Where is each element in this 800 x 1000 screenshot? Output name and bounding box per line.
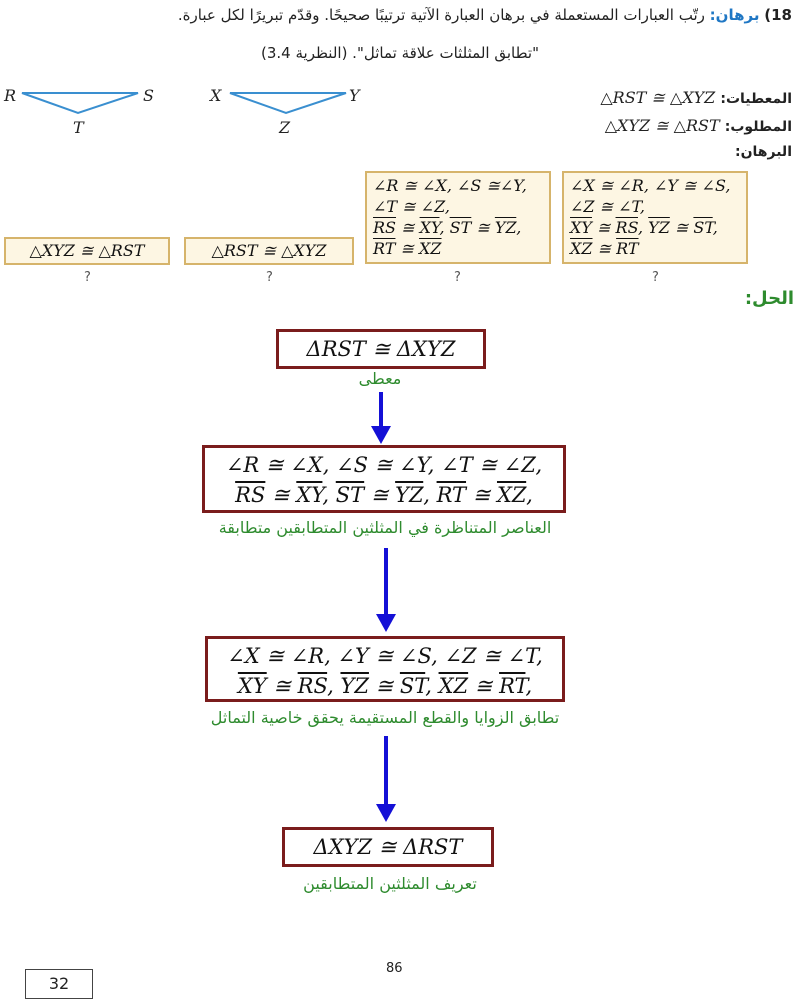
prove-value: △XYZ ≅ △RST xyxy=(604,116,720,135)
reason-placeholder-2: ? xyxy=(266,270,273,285)
given-value: △RST ≅ △XYZ xyxy=(600,88,716,107)
triangle-rst xyxy=(21,92,139,115)
page-number: 86 xyxy=(386,961,403,976)
vertex-y: Y xyxy=(349,86,360,105)
flow-step-4-text: ΔXYZ ≅ ΔRST xyxy=(313,835,463,859)
problem-instruction: رتّب العبارات المستعملة في برهان العبارة… xyxy=(177,6,705,24)
arrow-1-head xyxy=(371,426,391,444)
reason-placeholder-1: ? xyxy=(84,270,91,285)
box3-line4: RT ≅ XZ xyxy=(373,239,442,258)
reason-placeholder-4: ? xyxy=(652,270,659,285)
arrow-3 xyxy=(384,736,388,806)
flow-step-1-text: ΔRST ≅ ΔXYZ xyxy=(306,337,456,361)
box1-text: △XYZ ≅ △RST xyxy=(29,241,145,260)
prove-row: المطلوب: △XYZ ≅ △RST xyxy=(605,116,792,135)
prove-label: المطلوب: xyxy=(724,119,792,135)
statement-box-1: △XYZ ≅ △RST xyxy=(4,237,170,265)
proof-label: البرهان: xyxy=(735,144,792,160)
flow-step-3-line2: XY ≅ RS, YZ ≅ ST, XZ ≅ RT, xyxy=(237,674,533,698)
box4-line1: ∠X ≅ ∠R, ∠Y ≅ ∠S, xyxy=(570,176,731,195)
triangle-xyz xyxy=(229,92,347,115)
arrow-1 xyxy=(379,392,383,428)
vertex-t: T xyxy=(73,118,84,137)
box3-line2: ∠T ≅ ∠Z, xyxy=(373,197,450,216)
statement-box-2: △RST ≅ △XYZ xyxy=(184,237,354,265)
reason-placeholder-3: ? xyxy=(454,270,461,285)
statement-box-4: ∠X ≅ ∠R, ∠Y ≅ ∠S, ∠Z ≅ ∠T, XY ≅ RS, YZ ≅… xyxy=(562,171,748,264)
flow-reason-4: تعريف المثلثين المتطابقين xyxy=(303,874,477,893)
given-row: المعطيات: △RST ≅ △XYZ xyxy=(600,88,792,107)
page-box-number-text: 32 xyxy=(48,974,70,993)
problem-keyword: برهان: xyxy=(709,6,760,24)
problem-number: 18) xyxy=(764,6,792,24)
vertex-r: R xyxy=(4,86,17,105)
arrow-2-head xyxy=(376,614,396,632)
flow-step-2-line1: ∠R ≅ ∠X, ∠S ≅ ∠Y, ∠T ≅ ∠Z, xyxy=(225,453,543,477)
vertex-x: X xyxy=(210,86,222,105)
vertex-z: Z xyxy=(279,118,291,137)
box3-line3: RS ≅ XY, ST ≅ YZ, xyxy=(373,218,522,237)
box4-line3: XY ≅ RS, YZ ≅ ST, xyxy=(570,218,718,237)
problem-statement: "تطابق المثلثات علاقة تماثل". (النظرية 3… xyxy=(261,44,539,62)
vertex-s: S xyxy=(143,86,154,105)
flow-step-3: ∠X ≅ ∠R, ∠Y ≅ ∠S, ∠Z ≅ ∠T, XY ≅ RS, YZ ≅… xyxy=(205,636,565,702)
flow-step-2-line2: RS ≅ XY, ST ≅ YZ, RT ≅ XZ, xyxy=(235,483,533,507)
arrow-2 xyxy=(384,548,388,616)
flow-reason-1: معطى xyxy=(358,369,402,388)
statement-box-3: ∠R ≅ ∠X, ∠S ≅∠Y, ∠T ≅ ∠Z, RS ≅ XY, ST ≅ … xyxy=(365,171,551,264)
box4-line4: XZ ≅ RT xyxy=(570,239,639,258)
flow-reason-2: العناصر المتناظرة في المثلثين المتطابقين… xyxy=(218,518,552,537)
flow-step-2: ∠R ≅ ∠X, ∠S ≅ ∠Y, ∠T ≅ ∠Z, RS ≅ XY, ST ≅… xyxy=(202,445,566,513)
box3-line1: ∠R ≅ ∠X, ∠S ≅∠Y, xyxy=(373,176,527,195)
box2-text: △RST ≅ △XYZ xyxy=(211,241,327,260)
flow-step-1: ΔRST ≅ ΔXYZ xyxy=(276,329,486,369)
page-box-number: 32 xyxy=(25,969,93,999)
flow-reason-3: تطابق الزوايا والقطع المستقيمة يحقق خاصي… xyxy=(210,708,560,727)
given-label: المعطيات: xyxy=(720,91,792,107)
arrow-3-head xyxy=(376,804,396,822)
flow-step-3-line1: ∠X ≅ ∠R, ∠Y ≅ ∠S, ∠Z ≅ ∠T, xyxy=(227,644,543,668)
flow-step-4: ΔXYZ ≅ ΔRST xyxy=(282,827,494,867)
problem-header: 18) برهان: رتّب العبارات المستعملة في بر… xyxy=(2,6,792,24)
solution-label: الحل: xyxy=(744,288,794,309)
box4-line2: ∠Z ≅ ∠T, xyxy=(570,197,645,216)
